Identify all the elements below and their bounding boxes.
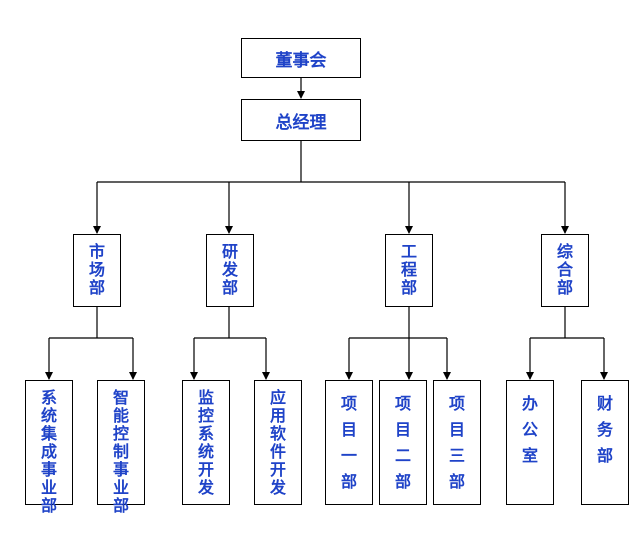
dept-engineering-node: 工程部 bbox=[385, 234, 433, 307]
unit-monitoring-dev-node: 监控系统开发 bbox=[182, 380, 230, 505]
unit-finance-node: 财务部 bbox=[581, 380, 629, 505]
unit-project-3-node: 项目三部 bbox=[433, 380, 481, 505]
dept-market-label: 市场部 bbox=[88, 242, 105, 297]
unit-monitoring-dev-label: 监控系统开发 bbox=[197, 388, 214, 497]
board-node: 董事会 bbox=[241, 38, 361, 78]
unit-smart-control-node: 智能控制事业部 bbox=[97, 380, 145, 515]
dept-rnd-label: 研发部 bbox=[221, 242, 238, 297]
dept-market-node: 市场部 bbox=[73, 234, 121, 307]
board-label: 董事会 bbox=[275, 50, 327, 71]
unit-office-node: 办公室 bbox=[506, 380, 554, 505]
unit-project-3-label: 项目三部 bbox=[448, 394, 465, 491]
unit-system-integration-node: 系统集成事业部 bbox=[25, 380, 73, 515]
unit-system-integration-label: 系统集成事业部 bbox=[40, 388, 57, 515]
dept-engineering-label: 工程部 bbox=[400, 242, 417, 297]
unit-finance-label: 财务部 bbox=[596, 394, 613, 465]
unit-smart-control-label: 智能控制事业部 bbox=[112, 388, 129, 515]
general-manager-label: 总经理 bbox=[275, 112, 327, 133]
unit-app-software-node: 应用软件开发 bbox=[254, 380, 302, 505]
unit-project-2-label: 项目二部 bbox=[394, 394, 411, 491]
unit-app-software-label: 应用软件开发 bbox=[269, 388, 286, 497]
unit-project-2-node: 项目二部 bbox=[379, 380, 427, 505]
unit-project-1-node: 项目一部 bbox=[325, 380, 373, 505]
dept-rnd-node: 研发部 bbox=[206, 234, 254, 307]
unit-office-label: 办公室 bbox=[521, 394, 538, 465]
general-manager-node: 总经理 bbox=[241, 99, 361, 141]
dept-general-node: 综合部 bbox=[541, 234, 589, 307]
unit-project-1-label: 项目一部 bbox=[340, 394, 357, 491]
dept-general-label: 综合部 bbox=[556, 242, 573, 297]
